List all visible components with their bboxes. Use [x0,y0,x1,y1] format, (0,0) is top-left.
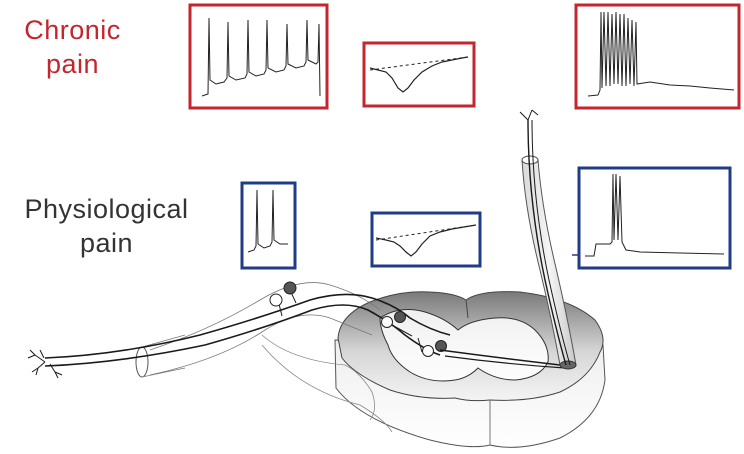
physio-label-line2: pain [79,227,134,258]
ascending-tract [519,109,582,370]
chronic-trace-projection [587,11,735,97]
sensory-axons [27,281,566,379]
root-sheath-upper [149,282,381,351]
horn-cell-open-2 [422,345,434,357]
horn-cell-filled-2 [435,340,447,352]
chronic-trace-epsc [369,56,469,93]
drg-cell-open [269,293,283,307]
physio-label-line1: Physiological [24,194,189,224]
chronic-epsc-baseline [369,56,469,71]
chronic-label-line1: Chronic [24,15,121,45]
ventral-root-sheath-2 [261,344,393,433]
chronic-pain-label: Chronic pain [10,14,135,82]
horn-cell-open-1 [381,316,393,328]
chronic-label-line2: pain [45,48,100,79]
physiological-traces [240,166,732,270]
chronic-box-drg [188,3,329,110]
peripheral-axon-upper [44,293,451,359]
physio-trace-epsc [375,224,477,257]
physio-box-drg [240,181,297,270]
chronic-traces [188,3,741,110]
median-sulcus [465,299,469,319]
physio-box-projection [577,166,732,270]
spinal-cord [334,291,606,448]
physiological-pain-label: Physiological pain [4,193,209,261]
horn-cell-filled-1 [394,311,406,323]
physio-trace-drg [247,189,288,253]
chronic-trace-drg [201,17,321,97]
tract-bottom-opening [559,360,577,370]
tract-terminal [519,109,539,121]
tract-axon-2 [531,119,571,366]
projection-axon [439,349,561,366]
ventral-root-sheath [261,334,375,421]
peripheral-axon-lower [44,304,441,367]
drg-cell-filled [283,281,297,295]
nerve-tube-body [141,334,186,378]
tract-axon [527,119,567,366]
physio-trace-projection [585,173,725,257]
dorsal-root [135,282,393,433]
nerve-endings [27,349,63,379]
projection-axon-2 [444,355,566,369]
tract-top-opening [521,155,539,165]
nerve-tube-end [135,346,149,378]
